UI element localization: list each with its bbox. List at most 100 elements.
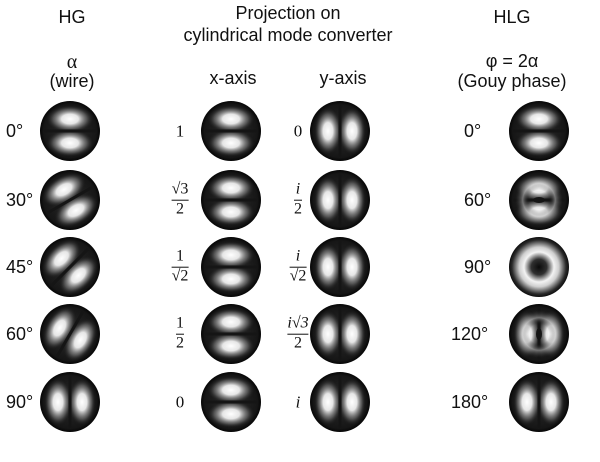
beam-lobe bbox=[207, 129, 255, 157]
hg-mode-2 bbox=[40, 237, 100, 297]
hlg-phase-label: 0° bbox=[464, 121, 482, 141]
y-projection-mode-2 bbox=[310, 237, 370, 297]
y-coefficient-numerator: i bbox=[295, 247, 301, 265]
y-coefficient: i bbox=[295, 392, 301, 412]
beam-lobe bbox=[314, 378, 342, 426]
beam-lobe bbox=[207, 174, 255, 202]
hlg-phase-label: 180° bbox=[451, 392, 489, 412]
x-coefficient-numerator: √3 bbox=[171, 180, 189, 198]
beam-lobe bbox=[314, 107, 342, 155]
x-coefficient: 1 bbox=[175, 121, 185, 141]
y-coefficient-fraction: i 2 bbox=[294, 180, 302, 219]
beam-lobe bbox=[68, 378, 96, 426]
beam-lobe bbox=[207, 332, 255, 360]
beam-lobe bbox=[207, 376, 255, 404]
beam-lobe bbox=[46, 105, 94, 133]
beam-lobe bbox=[207, 241, 255, 269]
y-coefficient-numerator: i√3 bbox=[287, 314, 309, 332]
beam-lobe bbox=[207, 308, 255, 336]
fraction-bar bbox=[289, 266, 307, 268]
x-coefficient-fraction: 1 √2 bbox=[171, 247, 189, 286]
x-coefficient-numerator: 1 bbox=[176, 314, 184, 332]
nodal-line bbox=[50, 247, 90, 287]
beam-lobe bbox=[46, 129, 94, 157]
projection-header-line1: Projection on bbox=[235, 3, 341, 23]
y-projection-mode-3 bbox=[310, 304, 370, 364]
beam-core bbox=[533, 197, 545, 203]
beam-lobe bbox=[207, 400, 255, 428]
x-axis-label: x-axis bbox=[209, 68, 257, 88]
y-coefficient-denominator: 2 bbox=[293, 334, 302, 352]
hlg-phase-label: 120° bbox=[451, 324, 489, 344]
phi-formula: φ = 2α bbox=[485, 51, 539, 71]
y-coefficient: 0 bbox=[293, 121, 303, 141]
hlg-header: HLG bbox=[493, 7, 531, 27]
x-coefficient-denominator: 2 bbox=[176, 334, 184, 352]
hlg-mode-0 bbox=[509, 101, 569, 161]
fraction-bar bbox=[287, 333, 309, 335]
beam-lobe bbox=[314, 176, 342, 224]
x-coefficient-numerator: 1 bbox=[176, 247, 184, 265]
x-coefficient-fraction: 1 2 bbox=[176, 314, 184, 353]
fraction-bar bbox=[294, 199, 302, 201]
hlg-mode-4 bbox=[509, 372, 569, 432]
hg-angle-label: 45° bbox=[6, 257, 34, 277]
y-coefficient-numerator: i bbox=[295, 180, 301, 198]
hlg-mode-1 bbox=[509, 170, 569, 230]
hg-angle-label: 0° bbox=[6, 121, 24, 141]
projection-header-line2: cylindrical mode converter bbox=[183, 25, 393, 45]
beam-lobe bbox=[338, 176, 366, 224]
y-coefficient-fraction: i √2 bbox=[289, 247, 307, 286]
hg-header: HG bbox=[58, 7, 86, 27]
beam-lobe bbox=[207, 105, 255, 133]
beam-lobe bbox=[207, 265, 255, 293]
beam-lobe bbox=[314, 243, 342, 291]
nodal-line bbox=[46, 185, 94, 215]
fraction-bar bbox=[171, 199, 189, 201]
y-coefficient-fraction: i√3 2 bbox=[287, 314, 309, 353]
y-coefficient-denominator: 2 bbox=[294, 200, 302, 218]
beam-lobe bbox=[338, 378, 366, 426]
y-axis-label: y-axis bbox=[319, 68, 367, 88]
hg-angle-label: 30° bbox=[6, 190, 34, 210]
gouy-phase-label: (Gouy phase) bbox=[457, 71, 567, 91]
hlg-phase-label: 60° bbox=[464, 190, 492, 210]
x-coefficient-fraction: √3 2 bbox=[171, 180, 189, 219]
x-coefficient-denominator: 2 bbox=[176, 200, 184, 218]
nodal-line bbox=[55, 310, 85, 358]
hlg-mode-3 bbox=[509, 304, 569, 364]
y-projection-mode-4 bbox=[310, 372, 370, 432]
fraction-bar bbox=[171, 266, 189, 268]
hg-mode-0 bbox=[40, 101, 100, 161]
hg-angle-label: 60° bbox=[6, 324, 34, 344]
beam-lobe bbox=[515, 105, 563, 133]
beam-ring bbox=[509, 237, 569, 297]
x-projection-mode-2 bbox=[201, 237, 261, 297]
beam-lobe bbox=[207, 198, 255, 226]
beam-lobe bbox=[515, 129, 563, 157]
x-projection-mode-3 bbox=[201, 304, 261, 364]
hg-mode-4 bbox=[40, 372, 100, 432]
hlg-phase-label: 90° bbox=[464, 257, 492, 277]
beam-lobe bbox=[338, 310, 366, 358]
beam-lobe bbox=[513, 378, 541, 426]
x-projection-mode-4 bbox=[201, 372, 261, 432]
x-coefficient: 0 bbox=[175, 392, 185, 412]
wire-label: (wire) bbox=[49, 71, 95, 91]
beam-lobe bbox=[44, 378, 72, 426]
beam-lobe bbox=[314, 310, 342, 358]
hg-angle-label: 90° bbox=[6, 392, 34, 412]
y-projection-mode-1 bbox=[310, 170, 370, 230]
alpha-symbol: α bbox=[66, 51, 78, 73]
hlg-mode-2 bbox=[509, 237, 569, 297]
x-projection-mode-0 bbox=[201, 101, 261, 161]
fraction-bar bbox=[176, 333, 184, 335]
beam-lobe bbox=[338, 107, 366, 155]
y-projection-mode-0 bbox=[310, 101, 370, 161]
x-coefficient-denominator: √2 bbox=[171, 267, 189, 285]
y-coefficient-denominator: √2 bbox=[289, 267, 307, 285]
hg-mode-3 bbox=[40, 304, 100, 364]
beam-lobe bbox=[537, 378, 565, 426]
beam-lobe bbox=[58, 255, 99, 296]
